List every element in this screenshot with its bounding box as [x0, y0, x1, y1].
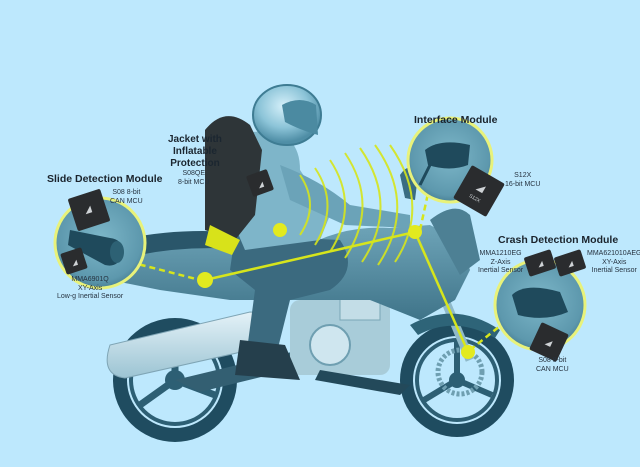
chip-crash-mcu: ◢ — [529, 322, 569, 362]
crash-xy-sensor-line: MMA621010AEG — [587, 250, 640, 257]
chip-interface-mcu: ◢ S12X — [453, 165, 505, 217]
jacket-mcu-label: S08QE 8-bit MCU — [178, 170, 210, 187]
freescale-logo-icon: ◢ — [537, 260, 545, 269]
link-slide-module — [129, 260, 201, 282]
jacket-title: Jacket with Inflatable Protection — [168, 134, 222, 170]
crash-z-sensor-label: MMA1210EG Z-Axis Inertial Sensor — [478, 250, 523, 276]
slide-mcu-line: S08 8-bit — [112, 189, 141, 196]
freescale-logo-icon: ◢ — [257, 181, 265, 190]
interface-mcu-line: 16-bit MCU — [505, 180, 541, 188]
crash-module-lens — [493, 258, 587, 352]
crash-mcu-line: S08 8-bit — [538, 357, 567, 364]
crash-mcu-label: S08 8-bit CAN MCU — [536, 357, 569, 374]
chip-jacket-mcu: ◢ — [246, 169, 274, 197]
freescale-logo-icon: ◢ — [71, 259, 79, 268]
crash-xy-sensor-line: Inertial Sensor — [591, 267, 637, 274]
interface-mcu-line: S12X — [514, 172, 532, 179]
link-slide-to-interface — [204, 230, 416, 282]
interface-mcu-label: S12X 16-bit MCU — [505, 172, 540, 189]
hub-node-seat — [197, 272, 213, 288]
chip-marking: S12X — [468, 193, 482, 205]
jacket-title-line: Jacket with — [168, 134, 222, 145]
helmet — [252, 84, 322, 146]
jacket-title-line: Protection — [170, 158, 220, 169]
hub-nodes — [197, 223, 475, 359]
slide-sensor-device — [68, 230, 123, 266]
crash-z-sensor-line: Inertial Sensor — [478, 267, 524, 274]
crash-mcu-line: CAN MCU — [536, 365, 569, 373]
freescale-logo-icon: ◢ — [567, 260, 575, 269]
slide-mcu-line: CAN MCU — [110, 197, 143, 205]
chip-crash-z-sensor: ◢ — [524, 249, 556, 277]
link-interface-to-wheel — [413, 231, 470, 353]
freescale-logo-icon: ◢ — [83, 204, 93, 216]
slide-sensor-label: MMA6901Q XY-Axis Low-g Inertial Sensor — [57, 276, 123, 302]
interface-device — [425, 142, 470, 169]
chip-slide-sensor: ◢ — [60, 247, 88, 275]
interface-module-title: Interface Module — [414, 114, 498, 126]
slide-module-title: Slide Detection Module — [47, 173, 163, 185]
motorcycle — [95, 167, 514, 442]
slide-sensor-line: MMA6901Q — [71, 276, 109, 283]
jacket-mcu-line: S08QE — [182, 170, 206, 177]
crash-z-sensor-line: MMA1210EG — [479, 250, 522, 257]
boot — [235, 340, 300, 380]
hub-node-jacket — [273, 223, 287, 237]
wireless-signal-arcs — [299, 144, 414, 266]
jacket-title-line: Inflatable — [173, 146, 217, 157]
inflatable-jacket — [205, 116, 262, 240]
crash-xy-sensor-label: MMA621010AEG XY-Axis Inertial Sensor — [587, 250, 640, 276]
chip-crash-xy-sensor: ◢ — [554, 249, 586, 277]
slide-mcu-label: S08 8-bit CAN MCU — [110, 189, 143, 206]
slide-sensor-line: Low-g Inertial Sensor — [57, 293, 124, 300]
hub-node-wheel — [461, 345, 475, 359]
slide-sensor-line: XY-Axis — [77, 284, 103, 292]
engine — [290, 289, 410, 395]
crash-sensor-device — [512, 287, 568, 318]
crash-xy-sensor-line: XY-Axis — [602, 258, 627, 266]
chip-slide-mcu: ◢ — [68, 189, 110, 231]
jacket-mcu-line: 8-bit MCU — [178, 178, 210, 186]
hub-node-interface — [408, 225, 422, 239]
crash-z-sensor-line: Z-Axis — [490, 258, 511, 266]
crash-module-title: Crash Detection Module — [498, 234, 619, 246]
freescale-logo-icon: ◢ — [544, 337, 554, 348]
